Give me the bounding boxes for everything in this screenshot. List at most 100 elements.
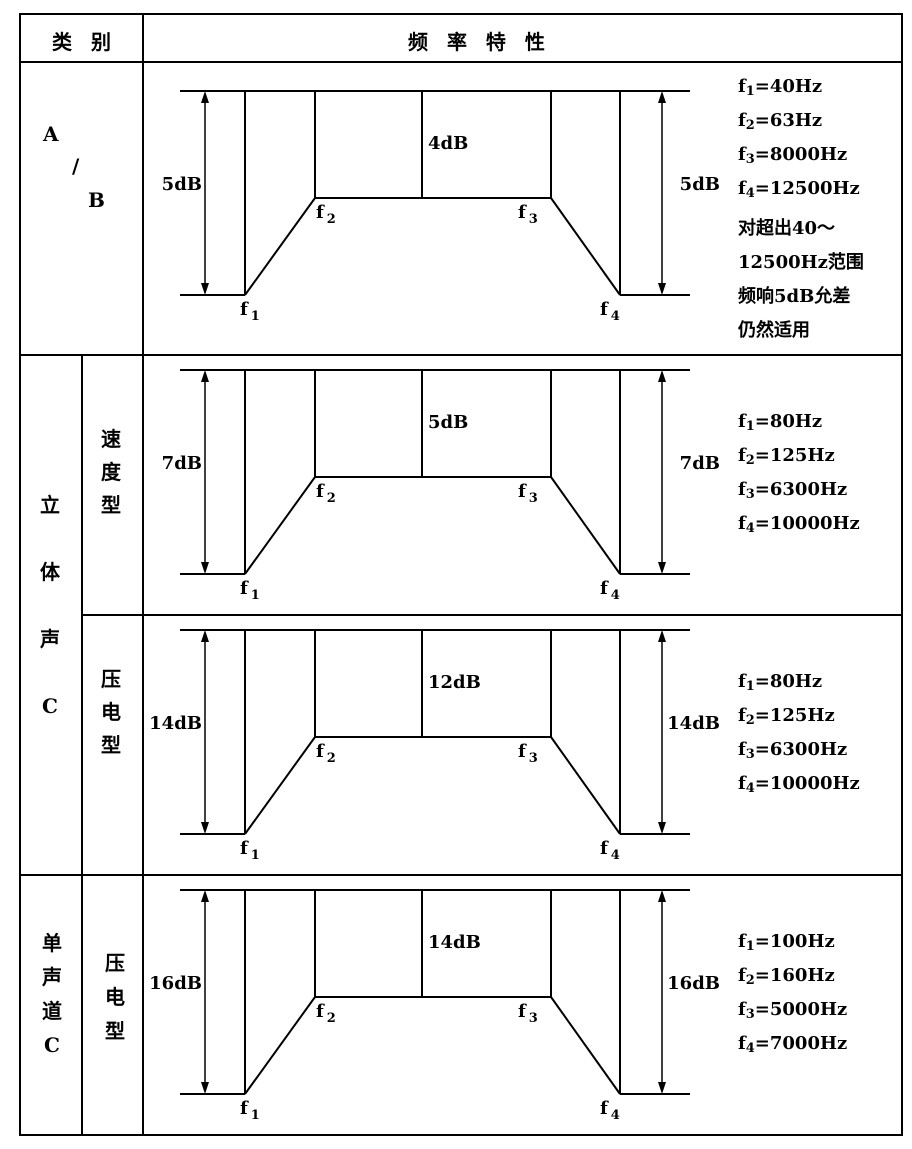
type-char: 型 [101,493,121,517]
category-a: A [43,122,59,146]
freq-item: f2=63Hz [738,110,823,133]
freq-list-a-b: f1=40Hz f2=63Hz f3=8000Hz f4=12500Hz [738,70,860,206]
note-line: 仍然适用 [738,320,810,341]
table-border [19,13,903,1136]
category-mono-char: C [44,1033,60,1057]
category-stereo-char: C [42,694,58,718]
freq-item: f1=80Hz [738,671,823,694]
right-arrow-down [658,1082,666,1094]
lower-slope-left [244,996,316,1095]
freq-item: f2=160Hz [738,965,835,988]
outer-tolerance-label-right: 16dB [667,973,720,994]
note-line: 12500Hz范围 [738,252,864,273]
freq-item: f2=125Hz [738,705,835,728]
freq-item: f4=10000Hz [738,773,860,796]
outer-tolerance-label-right: 7dB [680,453,720,474]
inner-tolerance-label: 5dB [428,412,468,433]
inner-tolerance-label: 14dB [428,932,481,953]
right-arrow-up [658,91,666,103]
type-char: 型 [105,1019,125,1043]
outer-tolerance-label-left: 14dB [149,713,202,734]
left-arrow-down [201,562,209,574]
category-velocity-type: 速 度 型 [88,423,134,522]
lower-slope-right [550,996,621,1095]
freq-item: f2=125Hz [738,445,835,468]
note-line: 频响5dB允差 [738,286,851,307]
right-arrow-up [658,890,666,902]
freq-item: f1=80Hz [738,411,823,434]
left-arrow-up [201,630,209,642]
category-a-b: A / B [20,62,143,355]
freq-item: f3=5000Hz [738,999,848,1022]
freq-item: f4=7000Hz [738,1033,848,1056]
type-char: 速 [101,427,121,451]
note-line: 对超出40～ [738,218,836,239]
freq-item: f4=12500Hz [738,178,860,201]
left-arrow-down [201,1082,209,1094]
left-arrow-up [201,370,209,382]
header-category: 类 别 [52,30,117,54]
freq-list-mono-piezo: f1=100Hz f2=160Hz f3=5000Hz f4=7000Hz [738,925,847,1061]
category-slash: / [72,154,80,178]
category-mono-c: 单 声 道 C [30,926,74,1062]
type-char: 压 [105,951,125,975]
tolerance-note: 对超出40～ 12500Hz范围 频响5dB允差 仍然适用 [738,212,864,348]
inner-tolerance-label: 4dB [428,133,468,154]
left-arrow-down [201,283,209,295]
left-arrow-down [201,822,209,834]
inner-tolerance-label: 12dB [428,672,481,693]
category-stereo-char: 立 [40,493,60,517]
lower-slope-left [244,197,316,296]
freq-list-stereo-velocity: f1=80Hz f2=125Hz f3=6300Hz f4=10000Hz [738,405,860,541]
type-char: 度 [101,460,121,484]
freq-item: f1=40Hz [738,76,823,99]
lower-slope-right [550,476,621,575]
freq-item: f3=6300Hz [738,739,848,762]
category-mono-char: 单 [42,931,62,955]
type-char: 型 [101,733,121,757]
category-b: B [88,188,105,212]
type-char: 压 [101,667,121,691]
category-mono-char: 声 [42,965,62,989]
outer-tolerance-label-right: 14dB [667,713,720,734]
outer-tolerance-label-left: 7dB [162,453,202,474]
category-stereo-char: 体 [40,560,60,584]
right-arrow-up [658,370,666,382]
header-frequency-characteristics: 频 率 特 性 [408,30,551,54]
category-stereo-char: 声 [40,627,60,651]
outer-tolerance-label-left: 16dB [149,973,202,994]
lower-slope-left [244,476,316,575]
freq-item: f3=6300Hz [738,479,848,502]
freq-item: f1=100Hz [738,931,835,954]
category-mono-piezo-type: 压 电 型 [92,946,138,1048]
lower-slope-left [244,736,316,835]
outer-tolerance-label-right: 5dB [680,174,720,195]
right-arrow-down [658,822,666,834]
type-char: 电 [105,985,125,1009]
lower-slope-right [550,736,621,835]
outer-tolerance-label-left: 5dB [162,174,202,195]
freq-list-stereo-piezo: f1=80Hz f2=125Hz f3=6300Hz f4=10000Hz [738,665,860,801]
type-char: 电 [101,700,121,724]
freq-item: f3=8000Hz [738,144,848,167]
left-arrow-up [201,890,209,902]
category-stereo-c: 立 体 声 C [28,487,72,725]
